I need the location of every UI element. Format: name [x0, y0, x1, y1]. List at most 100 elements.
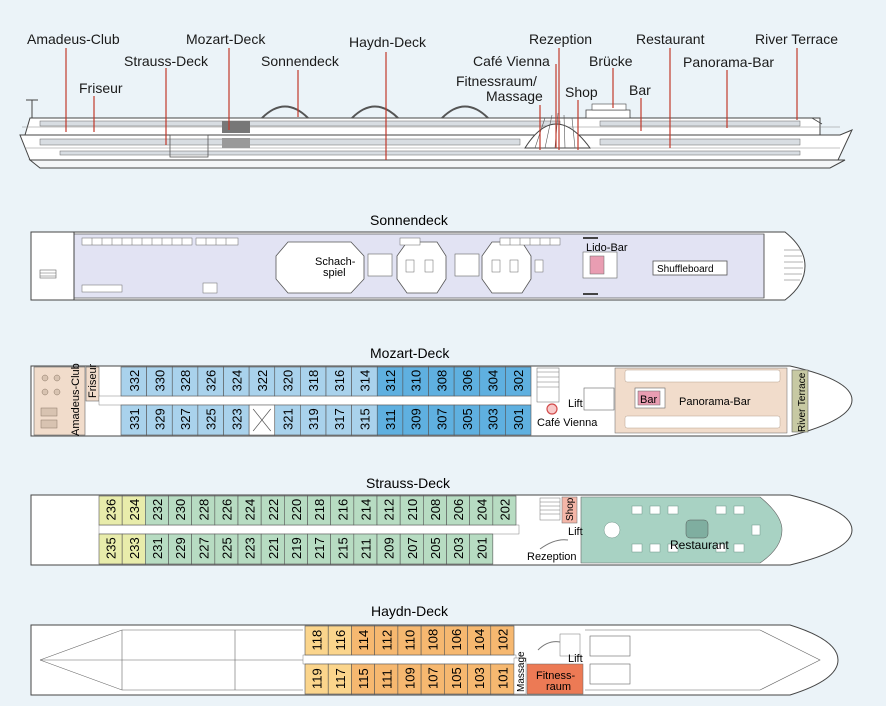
cabin-105: 105	[444, 663, 468, 695]
cabin-305: 305	[453, 404, 481, 436]
sonnendeck-plan: Sonnendeck	[30, 212, 806, 301]
cabin-317: 317	[325, 404, 352, 436]
cabin-204: 204	[469, 495, 494, 526]
label-strauss-deck: Strauss-Deck	[124, 53, 209, 69]
cabin-box	[505, 404, 532, 436]
cabin-number: 118	[310, 630, 325, 651]
cabin-number: 326	[204, 370, 219, 392]
schachspiel-label-line1: Schach-	[315, 256, 356, 268]
cabin-number: 207	[405, 537, 420, 559]
cabin-box	[120, 366, 147, 397]
mozart-title: Mozart-Deck	[370, 345, 450, 361]
cabin-number: 314	[357, 370, 372, 392]
cabin-number: 305	[460, 408, 475, 430]
cabin-number: 208	[428, 499, 443, 521]
cabin-number: 115	[356, 668, 371, 689]
cabin-215: 215	[330, 533, 355, 565]
cabin-218: 218	[307, 495, 331, 526]
cabin-219: 219	[284, 533, 308, 565]
strauss-restaurant-label: Restaurant	[670, 538, 729, 552]
cabin-number: 201	[474, 537, 489, 559]
mozart-river-terrace-label: River Terrace	[797, 372, 808, 432]
cabin-224: 224	[237, 495, 262, 526]
cabin-220: 220	[284, 495, 308, 526]
cabin-box	[171, 366, 199, 397]
cabin-301: 301	[505, 404, 532, 436]
cabin-number: 212	[382, 499, 397, 521]
fitnessraum-label-line1: Fitness-	[536, 670, 575, 682]
label-river-terrace: River Terrace	[755, 31, 838, 47]
cabin-box	[402, 404, 429, 436]
cabin-114: 114	[351, 625, 375, 656]
cabin-101: 101	[490, 663, 515, 695]
haydn-lift-label: Lift	[568, 653, 583, 665]
cabin-number: 205	[428, 537, 443, 559]
cabin-303: 303	[479, 404, 506, 436]
cabin-number: 210	[405, 499, 420, 521]
cabin-box	[223, 366, 250, 397]
cabin-number: 236	[104, 499, 119, 521]
cabin-number: 312	[383, 370, 398, 392]
cabin-210: 210	[399, 495, 424, 526]
cabin-102: 102	[490, 625, 515, 656]
cabin-number: 319	[306, 408, 321, 430]
cabin-222: 222	[260, 495, 285, 526]
cabin-number: 331	[127, 408, 142, 430]
cabin-111: 111	[374, 663, 399, 695]
cabin-number: 316	[332, 370, 347, 392]
cabin-103: 103	[467, 663, 492, 695]
cabin-number: 307	[434, 408, 449, 430]
cabin-216: 216	[330, 495, 355, 526]
cabin-310: 310	[402, 366, 429, 397]
cabin-number: 217	[312, 537, 327, 559]
cabin-number: 216	[335, 499, 350, 521]
cabin-number: 223	[243, 537, 258, 559]
cabin-number: 111	[379, 669, 394, 689]
cabin-number: 230	[173, 499, 188, 521]
cabin-107: 107	[420, 663, 445, 695]
label-fitness-line2: Massage	[486, 88, 543, 104]
cabin-box	[300, 404, 327, 436]
cabin-202: 202	[492, 495, 517, 526]
cabin-number: 235	[104, 537, 119, 559]
cabin-329: 329	[146, 404, 173, 436]
label-fitness-line1: Fitnessraum/	[456, 73, 537, 89]
cabin-number: 324	[229, 370, 244, 392]
cabin-number: 304	[486, 370, 501, 392]
cabin-number: 215	[335, 537, 350, 559]
cabin-number: 106	[449, 629, 464, 651]
cabin-number: 209	[382, 537, 397, 559]
cabin-206: 206	[446, 495, 470, 526]
mozart-cafe-vienna-label: Café Vienna	[537, 417, 598, 429]
strauss-title: Strauss-Deck	[366, 475, 451, 491]
cabin-221: 221	[260, 533, 285, 565]
cabin-box	[428, 366, 455, 397]
cabin-201: 201	[469, 533, 494, 565]
cabin-number: 229	[173, 537, 188, 559]
lido-bar-label: Lido-Bar	[586, 242, 628, 254]
label-panorama-bar: Panorama-Bar	[683, 54, 774, 70]
cabin-number: 301	[511, 408, 526, 430]
cabin-number: 233	[127, 537, 142, 559]
cabin-223: 223	[237, 533, 262, 565]
cabin-number: 320	[281, 370, 296, 392]
cabin-box	[120, 404, 147, 436]
cabin-207: 207	[399, 533, 424, 565]
cabin-box	[325, 366, 352, 397]
cabin-box	[300, 366, 327, 397]
cabin-320: 320	[274, 366, 301, 397]
label-haydn-deck: Haydn-Deck	[349, 34, 427, 50]
cabin-217: 217	[307, 533, 331, 565]
cabin-235: 235	[98, 533, 123, 565]
cabin-number: 310	[409, 370, 424, 392]
cabin-number: 214	[358, 499, 373, 521]
cabin-number: 329	[152, 408, 167, 430]
cabin-208: 208	[423, 495, 447, 526]
cabin-229: 229	[168, 533, 192, 565]
cabin-302: 302	[505, 366, 532, 397]
